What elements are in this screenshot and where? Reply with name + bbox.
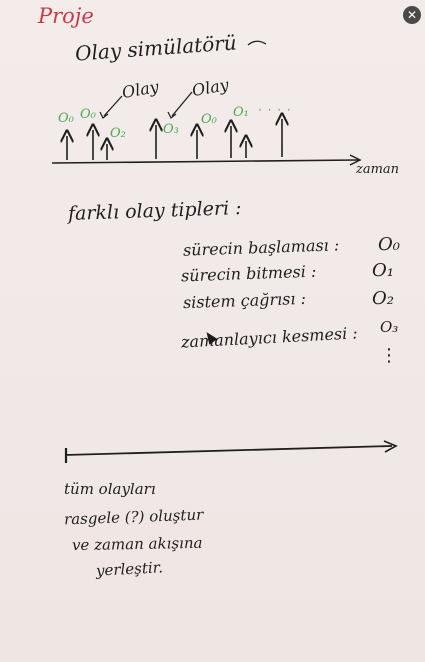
- event-type-code: O₂: [372, 288, 394, 309]
- continuation-dots: ⋮: [380, 345, 398, 366]
- axis-label: zaman: [356, 162, 400, 177]
- event-code-label: O₂: [110, 126, 126, 141]
- note-line: tüm olayları: [64, 480, 156, 498]
- event-type-name: sistem çağrısı :: [182, 288, 307, 313]
- event-code-label: O₀: [58, 111, 74, 126]
- pointer-line: [103, 95, 123, 117]
- event-type-name: sürecin bitmesi :: [180, 261, 317, 286]
- timeline-axis: [51, 159, 359, 164]
- event-code-label: O₁: [233, 105, 249, 120]
- event-code-label: O₀: [201, 112, 217, 127]
- note-line: yerleştir.: [95, 558, 164, 580]
- bottom-timeline-axis: [64, 445, 393, 456]
- note-line: ve zaman akışına: [71, 533, 203, 555]
- timeline-arrow: [349, 154, 362, 166]
- pointer-line: [171, 91, 193, 117]
- event-type-code: O₃: [380, 318, 399, 336]
- event-type-code: O₁: [372, 260, 394, 281]
- close-icon[interactable]: ✕: [403, 6, 421, 24]
- bottom-timeline-arrow: [383, 440, 398, 453]
- event-code-label: O₀: [80, 107, 96, 122]
- event-type-code: O₀: [378, 234, 400, 255]
- page-title: Proje: [38, 4, 94, 28]
- event-code-label: O₃: [163, 122, 179, 137]
